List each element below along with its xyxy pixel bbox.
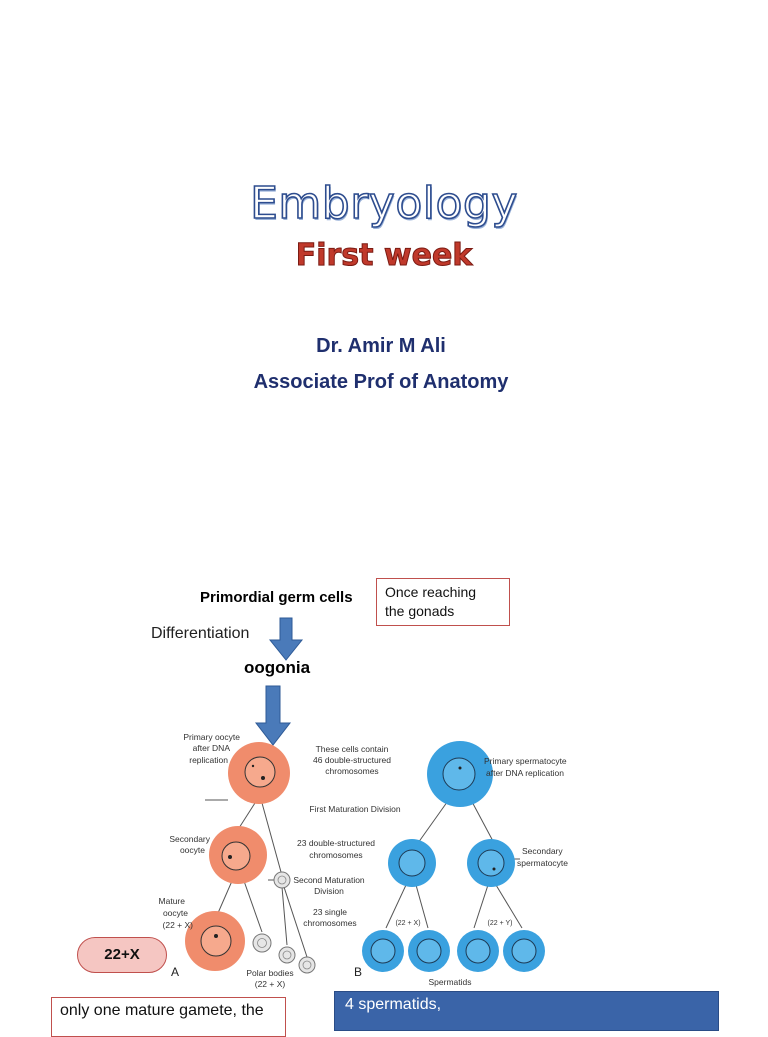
gonads-note-line-1: Once reaching [385, 584, 477, 600]
spermatid-cell [457, 930, 499, 972]
sperm-x-label: (22 + X) [395, 920, 420, 927]
secondary-spermatocyte-cell [467, 839, 515, 887]
polar-body-cell [252, 933, 272, 953]
author-name: Dr. Amir M Ali [316, 335, 446, 357]
spermatid-cell [503, 930, 545, 972]
panel-b-label: B [354, 965, 362, 979]
polar-bodies-label-2: (22 + X) [255, 979, 286, 989]
polar-body-cell [298, 956, 316, 974]
secondary-spermatocyte-label-1: Secondary [522, 846, 563, 856]
polar-body-cell [273, 871, 291, 889]
karyotype-badge: 22+X [77, 937, 167, 973]
spermatids-label: Spermatids [429, 977, 472, 987]
mature-oocyte-label-3: (22 + X) [163, 920, 194, 930]
sperm-y-label: (22 + Y) [488, 920, 513, 927]
second-division-label-2: Division [314, 886, 344, 896]
first-division-label: First Maturation Division [309, 804, 400, 814]
primary-spermatocyte-label-1: Primary spermatocyte [484, 756, 567, 766]
primary-oocyte-cell [228, 742, 290, 804]
gonads-note-box: Once reaching the gonads [376, 578, 510, 626]
panel-a-label: A [171, 965, 179, 979]
down-arrow-icon [254, 685, 292, 746]
center-top-label-1: These cells contain [316, 744, 389, 754]
mature-oocyte-label-2: oocyte [163, 908, 188, 918]
slide-title: Embryology [249, 177, 518, 230]
secondary-oocyte-label-1: Secondary [169, 834, 210, 844]
primordial-germ-cells-label: Primordial germ cells [200, 589, 353, 606]
secondary-oocyte-label-2: oocyte [180, 845, 205, 855]
primary-oocyte-label-1: Primary oocyte [183, 732, 240, 742]
center-mid-label-2: chromosomes [309, 850, 362, 860]
polar-bodies-label-1: Polar bodies [246, 968, 293, 978]
author-position: Associate Prof of Anatomy [253, 371, 509, 393]
center-mid-label-1: 23 double-structured [297, 838, 375, 848]
oogonia-label: oogonia [244, 658, 311, 677]
spermatid-cell [408, 930, 450, 972]
gonads-note-line-2: the gonads [385, 603, 455, 619]
primary-spermatocyte-label-2: after DNA replication [486, 768, 564, 778]
secondary-spermatocyte-label-2: spermatocyte [517, 858, 568, 868]
slide-subtitle: First week [295, 238, 473, 274]
secondary-spermatocyte-cell [388, 839, 436, 887]
down-arrow-icon [268, 617, 304, 661]
polar-body-cell [278, 946, 296, 964]
secondary-oocyte-cell [209, 826, 267, 884]
male-note-box: 4 spermatids, [334, 991, 719, 1031]
center-bottom-label-2: chromosomes [303, 918, 356, 928]
primary-spermatocyte-cell [427, 741, 493, 807]
primary-oocyte-label-2: after DNA [193, 743, 231, 753]
spermatid-cell [362, 930, 404, 972]
primary-oocyte-label-3: replication [189, 755, 228, 765]
female-note-box: only one mature gamete, the [51, 997, 286, 1037]
mature-oocyte-label-1: Mature [159, 896, 186, 906]
center-top-label-2: 46 double-structured [313, 755, 391, 765]
center-top-label-3: chromosomes [325, 766, 378, 776]
differentiation-label: Differentiation [151, 625, 250, 642]
mature-oocyte-cell [185, 911, 245, 971]
second-division-label-1: Second Maturation [293, 875, 365, 885]
center-bottom-label-1: 23 single [313, 907, 347, 917]
